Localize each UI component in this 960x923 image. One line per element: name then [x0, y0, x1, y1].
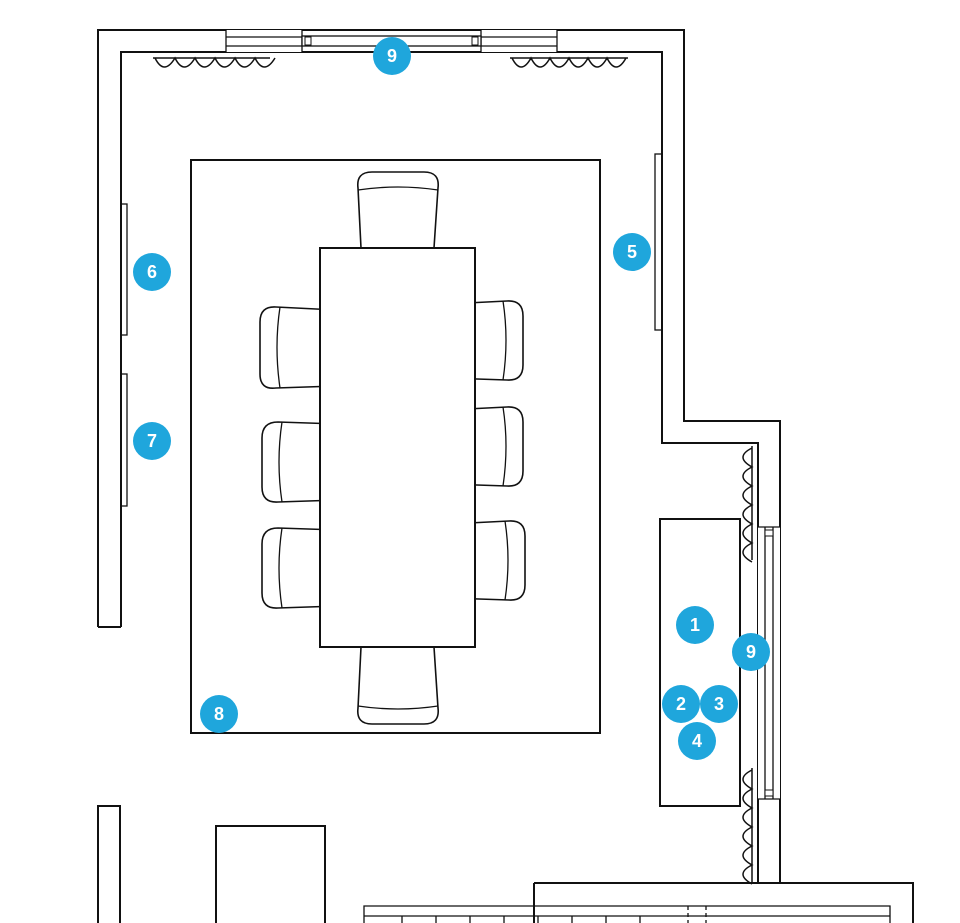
- marker-7[interactable]: 7: [133, 422, 171, 460]
- chair-bottom: [356, 646, 440, 725]
- bottom-left-wall-stub: [97, 805, 121, 923]
- curtain-top-left: [153, 56, 276, 68]
- dining-table: [319, 247, 476, 648]
- bottom-cabinet: [215, 825, 326, 923]
- marker-6[interactable]: 6: [133, 253, 171, 291]
- marker-9-right[interactable]: 9: [732, 633, 770, 671]
- curtain-right-upper: [742, 446, 754, 563]
- console-table: [659, 518, 741, 807]
- left-wall-panel-lower: [120, 373, 128, 507]
- marker-9-top[interactable]: 9: [373, 37, 411, 75]
- curtain-right-lower: [742, 768, 754, 885]
- marker-4[interactable]: 4: [678, 722, 716, 760]
- chair-left-1: [259, 306, 337, 390]
- marker-1[interactable]: 1: [676, 606, 714, 644]
- marker-2[interactable]: 2: [662, 685, 700, 723]
- right-wall-panel: [654, 153, 663, 331]
- marker-3[interactable]: 3: [700, 685, 738, 723]
- chair-top: [356, 171, 440, 249]
- outer-wall: [97, 29, 914, 923]
- marker-5[interactable]: 5: [613, 233, 651, 271]
- left-wall-panel-upper: [120, 203, 128, 336]
- bottom-stairs: [363, 882, 891, 923]
- right-window: [758, 526, 780, 800]
- marker-8[interactable]: 8: [200, 695, 238, 733]
- curtain-top-right: [510, 56, 628, 68]
